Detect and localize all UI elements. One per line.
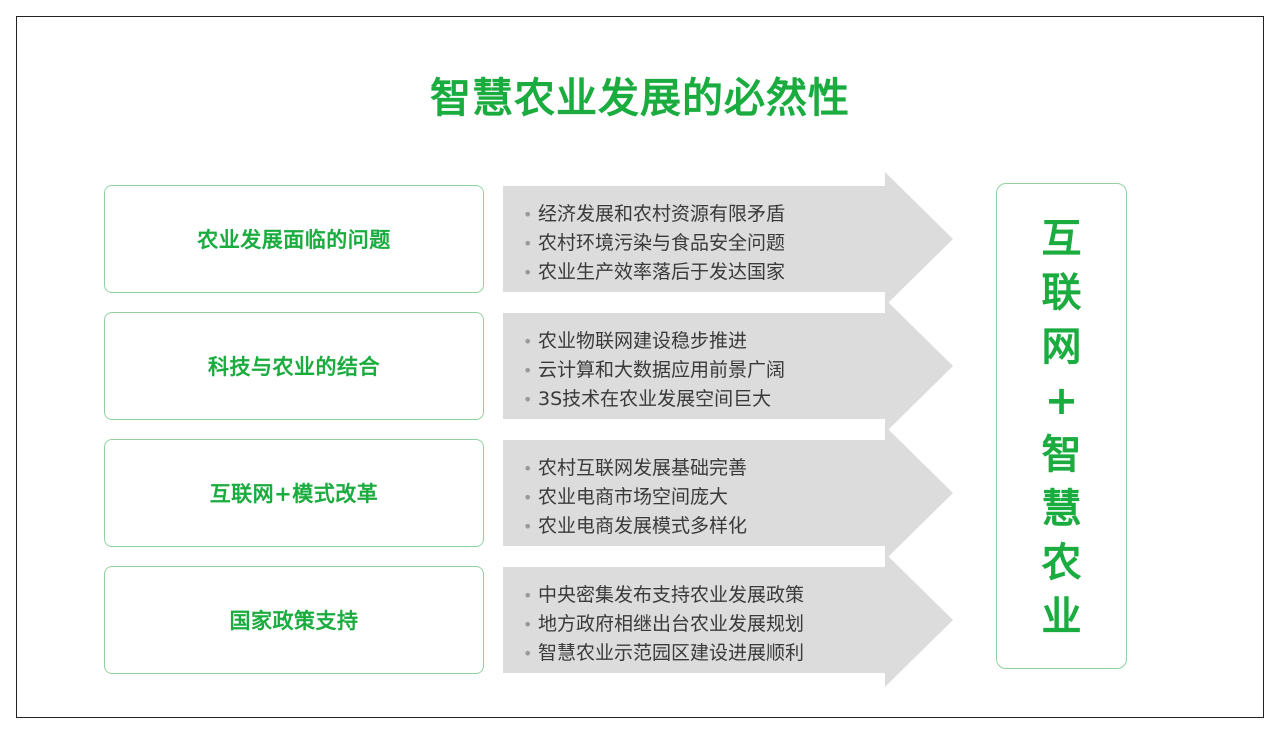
bullet-list-1: • 经济发展和农村资源有限矛盾 • 农村环境污染与食品安全问题 • 农业生产效率落后于… (523, 200, 903, 287)
list-item: • 智慧农业示范园区建设进展顺利 (523, 639, 903, 668)
arrow-shape-3 (503, 426, 953, 560)
list-item: • 经济发展和农村资源有限矛盾 (523, 200, 903, 229)
bullet-text: 农村互联网发展基础完善 (538, 457, 748, 479)
bullet-text: 地方政府相继出台农业发展规划 (538, 613, 805, 635)
result-char-8: 业 (1041, 594, 1082, 640)
bullet-text: 农业物联网建设稳步推进 (538, 330, 748, 352)
list-item: • 地方政府相继出台农业发展规划 (523, 610, 903, 639)
bullet-dot: • (523, 644, 533, 663)
bullet-dot: • (523, 459, 533, 478)
bullet-dot: • (523, 615, 533, 634)
bullet-text: 农业生产效率落后于发达国家 (538, 261, 786, 283)
bullet-list-3: • 农村互联网发展基础完善 • 农业电商市场空间庞大 • 农业电商发展模式多样化 (523, 454, 903, 541)
result-char-5: 智 (1041, 432, 1082, 478)
list-item: • 农业生产效率落后于发达国家 (523, 258, 903, 287)
arrow-polygon-3 (503, 426, 953, 560)
bullet-text: 3S技术在农业发展空间巨大 (538, 388, 772, 410)
bullet-dot: • (523, 361, 533, 380)
bullet-text: 智慧农业示范园区建设进展顺利 (538, 642, 805, 664)
row-label-2: 科技与农业的结合 (208, 355, 380, 379)
bullet-text: 农业电商发展模式多样化 (538, 515, 748, 537)
row-label-1: 农业发展面临的问题 (197, 228, 391, 252)
bullet-text: 经济发展和农村资源有限矛盾 (538, 203, 786, 225)
list-item: • 云计算和大数据应用前景广阔 (523, 356, 903, 385)
row-label-4: 国家政策支持 (229, 609, 359, 633)
arrow-shape-2 (503, 299, 953, 433)
result-char-7: 农 (1041, 540, 1082, 586)
bullet-text: 农村环境污染与食品安全问题 (538, 232, 786, 254)
arrow-shape-4 (503, 553, 953, 687)
list-item: • 农业物联网建设稳步推进 (523, 327, 903, 356)
list-item: • 农村环境污染与食品安全问题 (523, 229, 903, 258)
row-label-3: 互联网+模式改革 (209, 482, 379, 506)
result-char-3: 网 (1041, 324, 1082, 370)
bullet-dot: • (523, 488, 533, 507)
list-item: • 3S技术在农业发展空间巨大 (523, 385, 903, 414)
arrow-polygon-4 (503, 553, 953, 687)
result-char-4: + (1044, 378, 1079, 424)
bullet-dot: • (523, 205, 533, 224)
bullet-list-2: • 农业物联网建设稳步推进 • 云计算和大数据应用前景广阔 • 3S技术在农业发展空间… (523, 327, 903, 414)
result-char-6: 慧 (1041, 486, 1082, 532)
result-char-1: 互 (1041, 216, 1082, 262)
row-label-box-2: 科技与农业的结合 (104, 312, 484, 420)
page-title: 智慧农业发展的必然性 (430, 74, 850, 122)
arrow-shape-1 (503, 172, 953, 306)
row-label-box-3: 互联网+模式改革 (104, 439, 484, 547)
bullet-text: 中央密集发布支持农业发展政策 (538, 584, 805, 606)
bullet-dot: • (523, 390, 533, 409)
row-label-box-4: 国家政策支持 (104, 566, 484, 674)
bullet-dot: • (523, 517, 533, 536)
arrow-polygon-2 (503, 299, 953, 433)
bullet-dot: • (523, 586, 533, 605)
bullet-dot: • (523, 234, 533, 253)
bullet-list-4: • 中央密集发布支持农业发展政策 • 地方政府相继出台农业发展规划 • 智慧农业示范园… (523, 581, 903, 668)
result-box: 互 联 网 + 智 慧 农 业 (996, 183, 1127, 669)
bullet-text: 云计算和大数据应用前景广阔 (538, 359, 786, 381)
list-item: • 农村互联网发展基础完善 (523, 454, 903, 483)
list-item: • 农业电商发展模式多样化 (523, 512, 903, 541)
row-label-box-1: 农业发展面临的问题 (104, 185, 484, 293)
result-char-2: 联 (1041, 270, 1082, 316)
list-item: • 农业电商市场空间庞大 (523, 483, 903, 512)
bullet-dot: • (523, 332, 533, 351)
bullet-text: 农业电商市场空间庞大 (538, 486, 729, 508)
list-item: • 中央密集发布支持农业发展政策 (523, 581, 903, 610)
bullet-dot: • (523, 263, 533, 282)
arrow-polygon-1 (503, 172, 953, 306)
